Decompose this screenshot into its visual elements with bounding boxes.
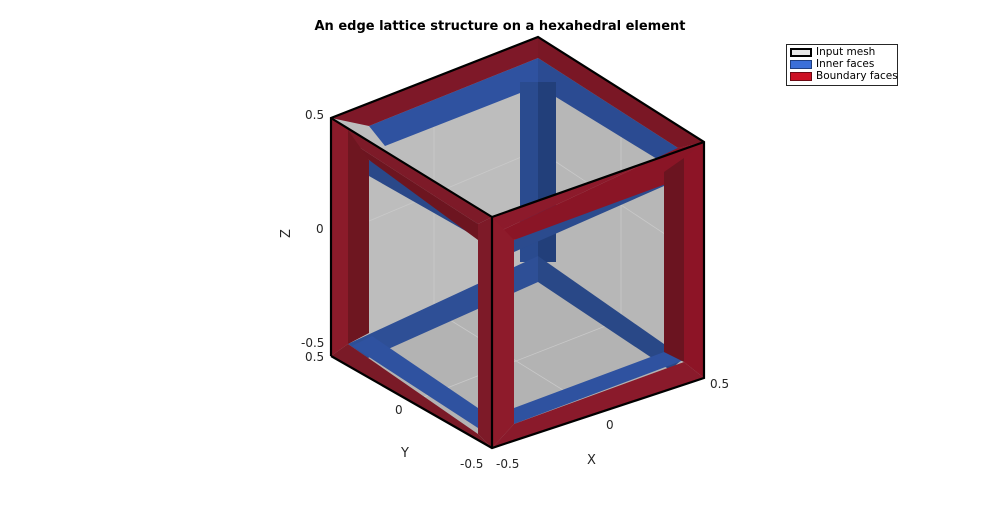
x-tick: -0.5	[496, 457, 520, 471]
inner-strut-bottom-front-left	[352, 336, 478, 428]
inner-strut-bottom-right	[538, 256, 684, 370]
inner-strut-top-back-right	[538, 58, 678, 162]
legend-item-boundary-faces: Boundary faces	[790, 70, 898, 83]
legend-label: Inner faces	[816, 58, 875, 70]
x-tick: 0.5	[710, 377, 730, 391]
y-tick: -0.5	[460, 457, 484, 471]
boundary-front-vertical-right	[492, 217, 514, 448]
legend-swatch	[790, 48, 812, 57]
inner-strut-bottom-front-right	[514, 352, 684, 424]
legend: Input mesh Inner faces Boundary faces	[786, 44, 898, 86]
y-tick: 0.5	[305, 350, 325, 364]
boundary-left-vertical-inner	[348, 130, 369, 344]
boundary-right-vertical-inner	[664, 158, 684, 362]
legend-swatch	[790, 60, 812, 69]
boundary-bottom-right	[492, 362, 704, 448]
inner-strut-top-back-left	[369, 58, 538, 146]
legend-swatch	[790, 72, 812, 81]
boundary-front-vertical	[478, 217, 492, 448]
boundary-bottom-left	[331, 344, 492, 448]
boundary-top-front-left	[331, 118, 492, 224]
legend-label: Boundary faces	[816, 70, 898, 82]
boundary-top-back-right	[538, 37, 704, 148]
boundary-left-vertical	[331, 118, 348, 356]
z-tick: 0.5	[305, 108, 325, 122]
boundary-top-front-right-outer	[496, 142, 704, 240]
boundary-right-vertical	[684, 142, 704, 378]
boundary-top-back-left	[331, 37, 538, 126]
boundary-top-front-right	[492, 142, 704, 233]
x-axis-label: X	[587, 453, 596, 468]
mesh-edge-front-top-right	[491, 140, 705, 219]
legend-label: Input mesh	[816, 46, 876, 58]
input-mesh-edges	[329, 35, 706, 450]
mesh-edge-front-top-left	[330, 117, 493, 218]
z-tick: -0.5	[301, 336, 325, 350]
y-tick: 0	[395, 403, 403, 417]
x-tick: 0	[606, 418, 614, 432]
y-axis-label: Y	[401, 446, 409, 461]
boundary-top-front-left-under	[348, 140, 478, 240]
legend-item-inner-faces: Inner faces	[790, 58, 895, 71]
legend-item-input-mesh: Input mesh	[790, 46, 895, 59]
z-axis-label: Z	[278, 229, 294, 238]
z-tick: 0	[316, 222, 324, 236]
boundary-faces	[331, 37, 704, 448]
plot-title: An edge lattice structure on a hexahedra…	[314, 19, 686, 34]
